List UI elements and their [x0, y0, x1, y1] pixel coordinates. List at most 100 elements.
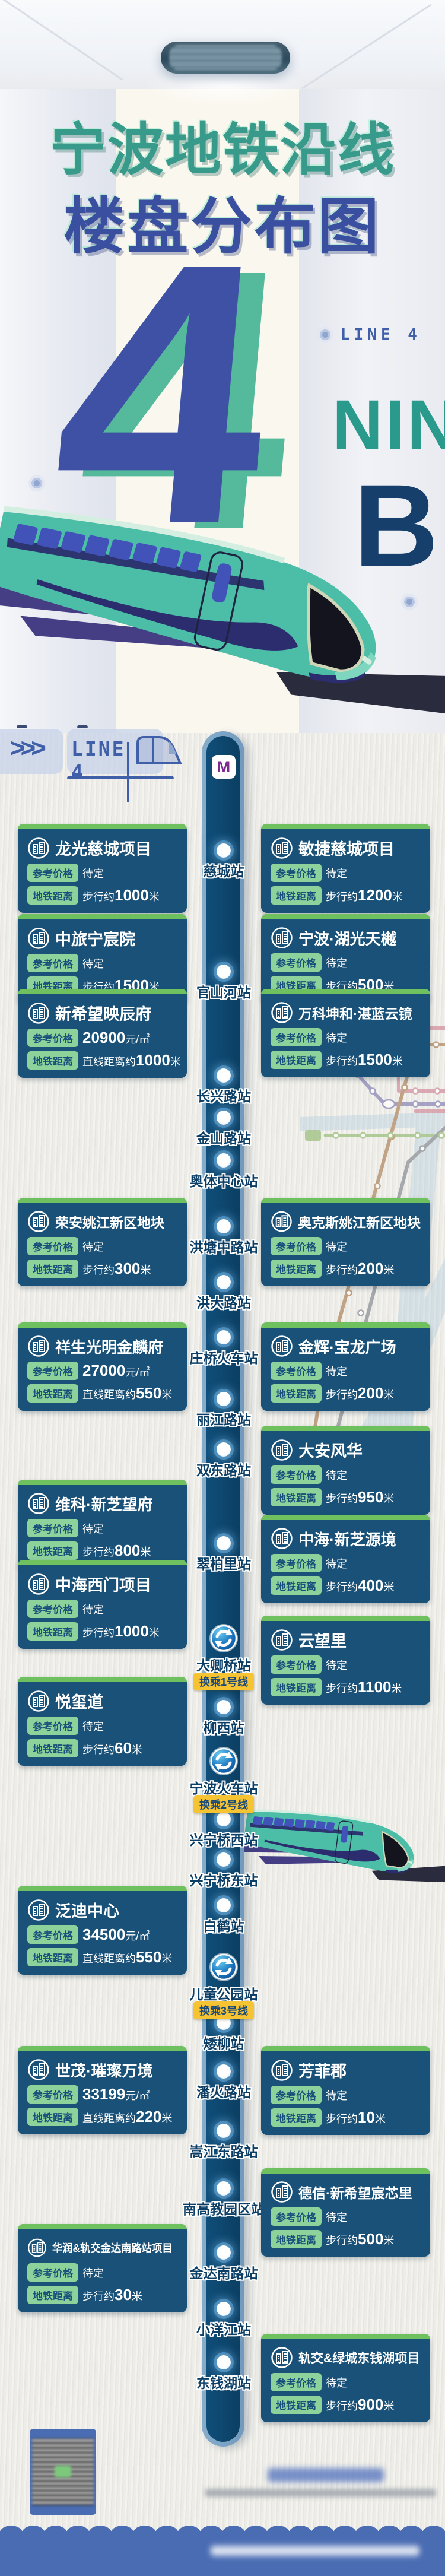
card-chip-label: 参考价格: [271, 2086, 322, 2104]
building-icon: [28, 1493, 49, 1514]
card-chip-label: 地铁距离: [27, 1260, 78, 1278]
card-row: 地铁距离步行约400米: [271, 1576, 421, 1595]
building-icon: [28, 1211, 49, 1232]
brand-word-bo: BO: [354, 460, 445, 591]
card-chip-label: 参考价格: [271, 1655, 322, 1674]
card-title-row: 荣安姚江新区地块: [27, 1210, 177, 1233]
card-row: 地铁距离直线距离约550米: [27, 1948, 177, 1966]
card-value: 待定: [82, 1522, 104, 1535]
project-card: 龙光慈城项目参考价格待定地铁距离步行约1000米: [18, 824, 187, 913]
qr-center-logo: [55, 2466, 71, 2477]
station-label: 兴宁桥西站: [189, 1832, 258, 1848]
card-title-row: 万科坤和·湛蓝云镜: [271, 1001, 421, 1024]
card-chip-label: 地铁距离: [27, 1384, 78, 1403]
project-card: 华润&轨交金达南路站项目参考价格待定地铁距离步行约30米: [18, 2224, 187, 2312]
card-chip-label: 参考价格: [27, 1362, 78, 1380]
card-title-row: 中海·新芝源境: [271, 1527, 421, 1550]
card-row: 地铁距离步行约1100米: [271, 1678, 421, 1696]
card-chip-label: 地铁距离: [27, 1948, 78, 1966]
card-title-row: 云望里: [271, 1628, 421, 1651]
card-row: 参考价格待定: [271, 953, 421, 972]
chevrons-icon: >>>: [9, 734, 46, 763]
project-card: 金辉·宝龙广场参考价格待定地铁距离步行约200米: [261, 1322, 430, 1411]
station-dot: [217, 1153, 231, 1168]
card-chip-label: 地铁距离: [27, 2286, 78, 2304]
card-value: 步行约900米: [326, 2396, 395, 2413]
card-row: 参考价格待定: [27, 1600, 177, 1618]
station-dot: [217, 1275, 231, 1289]
card-chip-label: 地铁距离: [271, 2230, 322, 2248]
station-label: 丽江路站: [196, 1412, 251, 1427]
card-title-row: 华润&轨交金达南路站项目: [27, 2236, 177, 2259]
card-value: 待定: [82, 867, 104, 880]
card-title-row: 祥生光明金麟府: [27, 1335, 177, 1357]
card-row: 地铁距离步行约1000米: [27, 1622, 177, 1641]
station-label: 翠柏里站: [196, 1556, 251, 1572]
building-icon: [28, 2238, 46, 2257]
card-title-row: 德信·新希望宸芯里: [271, 2181, 421, 2203]
card-chip-label: 地铁距离: [271, 1384, 322, 1403]
station-label: 金达南路站: [189, 2266, 258, 2281]
card-chip-label: 参考价格: [271, 1362, 322, 1380]
card-row: 参考价格待定: [271, 1554, 421, 1572]
station-label: 潘火路站: [196, 2085, 251, 2100]
card-row: 参考价格待定: [271, 1362, 421, 1380]
card-row: 地铁距离步行约800米: [27, 1541, 177, 1560]
station-dot: [217, 2064, 231, 2079]
station-dot: [217, 1442, 231, 1457]
card-chip-label: 参考价格: [27, 864, 78, 882]
station-dot: [217, 965, 231, 979]
card-chip-label: 参考价格: [27, 2085, 78, 2104]
station-dot: [217, 1392, 231, 1406]
card-value: 直线距离约1000米: [82, 1051, 181, 1069]
card-chip-label: 参考价格: [271, 1465, 322, 1484]
card-row: 地铁距离步行约200米: [271, 1260, 421, 1278]
card-row: 地铁距离步行约1500米: [271, 1051, 421, 1069]
card-row: 地铁距离步行约60米: [27, 1739, 177, 1757]
card-value: 步行约800米: [82, 1541, 151, 1559]
station-label: 慈城站: [203, 864, 244, 879]
building-icon: [271, 1335, 293, 1357]
building-icon: [28, 927, 49, 949]
card-title-row: 新希望映辰府: [27, 1001, 177, 1024]
station-dot: [217, 843, 231, 858]
project-card: 芳菲郡参考价格待定地铁距离步行约10米: [261, 2046, 430, 2135]
project-title: 金辉·宝龙广场: [298, 1338, 396, 1356]
card-chip-label: 参考价格: [27, 1717, 78, 1735]
station-dot: [217, 2302, 231, 2316]
card-value: 步行约1500米: [326, 1051, 403, 1068]
transfer-line-badge: 换乘2号线: [193, 1795, 255, 1813]
card-chip-label: 参考价格: [27, 1600, 78, 1618]
project-card: 荣安姚江新区地块参考价格待定地铁距离步行约300米: [18, 1198, 187, 1286]
page-title-line2: 楼盘分布图: [63, 192, 382, 261]
card-value: 步行约1000米: [82, 1622, 160, 1640]
project-title: 荣安姚江新区地块: [55, 1215, 164, 1230]
card-row: 参考价格待定: [271, 2207, 421, 2226]
transfer-line-badge: 换乘1号线: [193, 1673, 255, 1690]
badge-underline: [67, 776, 174, 779]
station-label: 洪大路站: [196, 1295, 251, 1311]
station-dot: [217, 1111, 231, 1125]
metro-m-logo: M: [212, 755, 236, 779]
card-title-row: 悦玺道: [27, 1689, 177, 1712]
building-icon: [271, 1211, 292, 1232]
building-icon: [28, 1899, 49, 1921]
card-row: 地铁距离步行约950米: [271, 1488, 421, 1506]
card-title-row: 泛迪中心: [27, 1898, 177, 1921]
project-title: 大安风华: [298, 1442, 363, 1460]
project-card: 奥克斯姚江新区地块参考价格待定地铁距离步行约200米: [261, 1198, 430, 1286]
card-chip-label: 地铁距离: [271, 1488, 322, 1506]
card-value: 步行约10米: [326, 2108, 386, 2126]
card-row: 参考价格待定: [27, 1519, 177, 1537]
card-title-row: 大安风华: [271, 1438, 421, 1461]
station-dot: [217, 2245, 231, 2260]
station-dot: [217, 1812, 231, 1826]
card-value: 步行约30米: [82, 2286, 142, 2304]
project-title: 龙光慈城项目: [55, 840, 151, 858]
station-dot: [217, 1898, 231, 1912]
building-icon: [28, 2059, 49, 2080]
card-chip-label: 参考价格: [27, 1519, 78, 1537]
ceiling-light-blurred-sign: [161, 42, 290, 74]
